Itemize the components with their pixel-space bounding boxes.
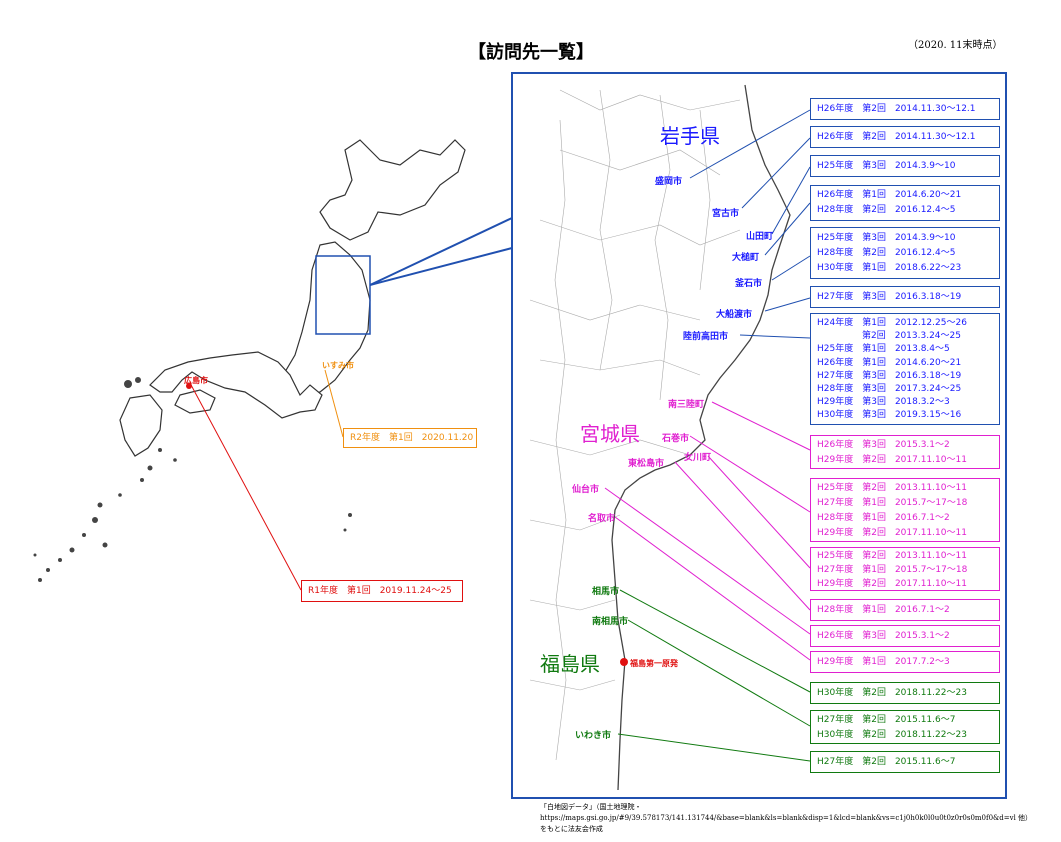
visit-entry: H25年度 第2回 2013.11.10〜11 xyxy=(817,551,967,561)
visit-box-sendai: H26年度 第3回 2015.3.1〜2 xyxy=(810,625,1000,647)
visit-box-higashimatsushima: H28年度 第1回 2016.7.1〜2 xyxy=(810,599,1000,621)
visit-box-kamaishi: H25年度 第3回 2014.3.9〜10 H28年度 第2回 2016.12.… xyxy=(810,227,1000,279)
visit-entry: H30年度 第1回 2018.6.22〜23 xyxy=(817,263,962,273)
visit-entry: H29年度 第2回 2017.11.10〜11 xyxy=(817,528,967,538)
visit-entry: H29年度 第1回 2017.7.2〜3 xyxy=(817,657,950,667)
visit-box-ishinomaki: H25年度 第2回 2013.11.10〜11 H27年度 第1回 2015.7… xyxy=(810,478,1000,542)
pref-iwate-label: 岩手県 xyxy=(660,124,720,148)
city-higashimatsushima: 東松島市 xyxy=(628,459,665,469)
japan-outline xyxy=(119,139,466,457)
visit-entry: H25年度 第1回 2013.8.4〜5 xyxy=(817,344,950,355)
visit-entry: H28年度 第1回 2016.7.1〜2 xyxy=(817,605,950,615)
city-onagawa: 女川町 xyxy=(684,453,712,463)
visit-entry: H26年度 第3回 2015.3.1〜2 xyxy=(817,631,950,641)
hokkaido-shape xyxy=(319,139,466,241)
honshu-north-shape xyxy=(284,241,371,396)
pacific-coastline xyxy=(611,84,791,791)
visit-entry: H29年度 第2回 2017.11.10〜11 xyxy=(817,579,967,589)
visit-entry: H29年度 第3回 2018.3.2〜3 xyxy=(817,397,950,408)
visit-entry: R1年度 第1回 2019.11.24〜25 xyxy=(308,586,452,596)
visit-entry: H25年度 第2回 2013.11.10〜11 xyxy=(817,483,967,493)
fukushima-daiichi-marker xyxy=(620,658,628,666)
city-isumi: いすみ市 xyxy=(322,360,354,370)
visit-box-ofunato: H27年度 第3回 2016.3.18〜19 xyxy=(810,286,1000,308)
visit-entry: H24年度 第1回 2012.12.25〜26 xyxy=(817,318,967,328)
visit-box-miyako: H26年度 第2回 2014.11.30〜12.1 xyxy=(810,126,1000,148)
islands xyxy=(33,377,352,582)
label-fukushima-daiichi: 福島第一原発 xyxy=(630,658,678,668)
visit-entry: R2年度 第1回 2020.11.20 xyxy=(350,433,474,443)
city-sendai: 仙台市 xyxy=(572,485,600,495)
city-ishinomaki: 石巻市 xyxy=(662,434,690,444)
visit-entry: H28年度 第1回 2016.7.1〜2 xyxy=(817,513,950,523)
visit-entry: H26年度 第3回 2015.3.1〜2 xyxy=(817,440,950,450)
municipal-borders xyxy=(529,89,741,761)
visit-entry: H26年度 第2回 2014.11.30〜12.1 xyxy=(817,104,976,114)
visit-entry: H30年度 第3回 2019.3.15〜16 xyxy=(817,410,962,421)
city-minamisoma: 南相馬市 xyxy=(592,617,629,627)
city-natori: 名取市 xyxy=(588,514,616,524)
source-credit-line1: 「白地図データ」（国土地理院・https://maps.gsi.go.jp/#9… xyxy=(540,803,1033,822)
visit-entry: H25年度 第3回 2014.3.9〜10 xyxy=(817,161,956,171)
city-miyako: 宮古市 xyxy=(712,209,740,219)
visit-box-rikuzentakata: H24年度 第1回 2012.12.25〜26 第2回 2013.3.24〜25… xyxy=(810,313,1000,425)
visit-entry: H28年度 第2回 2016.12.4〜5 xyxy=(817,205,956,215)
visit-entry: H29年度 第2回 2017.11.10〜11 xyxy=(817,455,967,465)
visit-entry: H27年度 第3回 2016.3.18〜19 xyxy=(817,370,962,381)
visit-box-minamisoma: H27年度 第2回 2015.11.6〜7 H30年度 第2回 2018.11.… xyxy=(810,710,1000,744)
city-morioka: 盛岡市 xyxy=(655,177,683,187)
visit-box-morioka: H26年度 第2回 2014.11.30〜12.1 xyxy=(810,98,1000,120)
pref-miyagi-label: 宮城県 xyxy=(580,422,640,446)
visit-box-yamada: H25年度 第3回 2014.3.9〜10 xyxy=(810,155,1000,177)
city-minamisanriku: 南三陸町 xyxy=(668,400,705,410)
city-kamaishi: 釜石市 xyxy=(735,279,763,289)
visit-box-hiroshima: R1年度 第1回 2019.11.24〜25 xyxy=(301,580,463,602)
city-ofunato: 大船渡市 xyxy=(716,310,753,320)
visit-entry: 第2回 2013.3.24〜25 xyxy=(817,331,961,342)
visit-entry: H28年度 第3回 2017.3.24〜25 xyxy=(817,384,962,395)
city-hiroshima: 広島市 xyxy=(184,375,208,385)
visit-box-otsuchi: H26年度 第1回 2014.6.20〜21 H28年度 第2回 2016.12… xyxy=(810,185,1000,221)
source-credit: 「白地図データ」（国土地理院・https://maps.gsi.go.jp/#9… xyxy=(540,802,1061,835)
visit-entry: H30年度 第2回 2018.11.22〜23 xyxy=(817,730,967,740)
visit-box-minamisanriku: H26年度 第3回 2015.3.1〜2 H29年度 第2回 2017.11.1… xyxy=(810,435,1000,469)
visit-entry: H27年度 第2回 2015.11.6〜7 xyxy=(817,757,956,767)
visit-entry: H27年度 第2回 2015.11.6〜7 xyxy=(817,715,956,725)
visit-entry: H26年度 第1回 2014.6.20〜21 xyxy=(817,357,962,368)
visit-box-isumi: R2年度 第1回 2020.11.20 xyxy=(343,428,477,448)
city-rikuzentakata: 陸前高田市 xyxy=(683,332,729,342)
visit-entry: H27年度 第1回 2015.7〜17〜18 xyxy=(817,498,968,508)
source-credit-line2: をもとに法友会作成 xyxy=(540,825,603,833)
shikoku-shape xyxy=(174,389,216,414)
city-iwaki: いわき市 xyxy=(575,731,612,741)
locator-box xyxy=(315,255,371,335)
visit-box-soma: H30年度 第2回 2018.11.22〜23 xyxy=(810,682,1000,704)
page-title: 【訪問先一覧】 xyxy=(468,42,594,63)
pref-fukushima-label: 福島県 xyxy=(540,652,600,676)
visit-box-onagawa: H25年度 第2回 2013.11.10〜11 H27年度 第1回 2015.7… xyxy=(810,547,1000,591)
visit-entry: H25年度 第3回 2014.3.9〜10 xyxy=(817,233,956,243)
visit-entry: H27年度 第1回 2015.7〜17〜18 xyxy=(817,565,968,575)
visit-box-natori: H29年度 第1回 2017.7.2〜3 xyxy=(810,651,1000,673)
kyushu-shape xyxy=(119,394,163,457)
city-yamada: 山田町 xyxy=(746,232,774,242)
visit-entry: H27年度 第3回 2016.3.18〜19 xyxy=(817,292,962,302)
city-otsuchi: 大槌町 xyxy=(732,253,760,263)
visit-entry: H26年度 第1回 2014.6.20〜21 xyxy=(817,190,962,200)
visit-entry: H30年度 第2回 2018.11.22〜23 xyxy=(817,688,967,698)
visit-box-iwaki: H27年度 第2回 2015.11.6〜7 xyxy=(810,751,1000,773)
connector-lines xyxy=(189,109,811,762)
honshu-central-shape xyxy=(149,351,323,419)
visit-entry: H28年度 第2回 2016.12.4〜5 xyxy=(817,248,956,258)
hiroshima-marker xyxy=(186,383,192,389)
as-of-date: （2020. 11末時点） xyxy=(908,40,1003,51)
visit-entry: H26年度 第2回 2014.11.30〜12.1 xyxy=(817,132,976,142)
city-soma: 相馬市 xyxy=(592,587,620,597)
